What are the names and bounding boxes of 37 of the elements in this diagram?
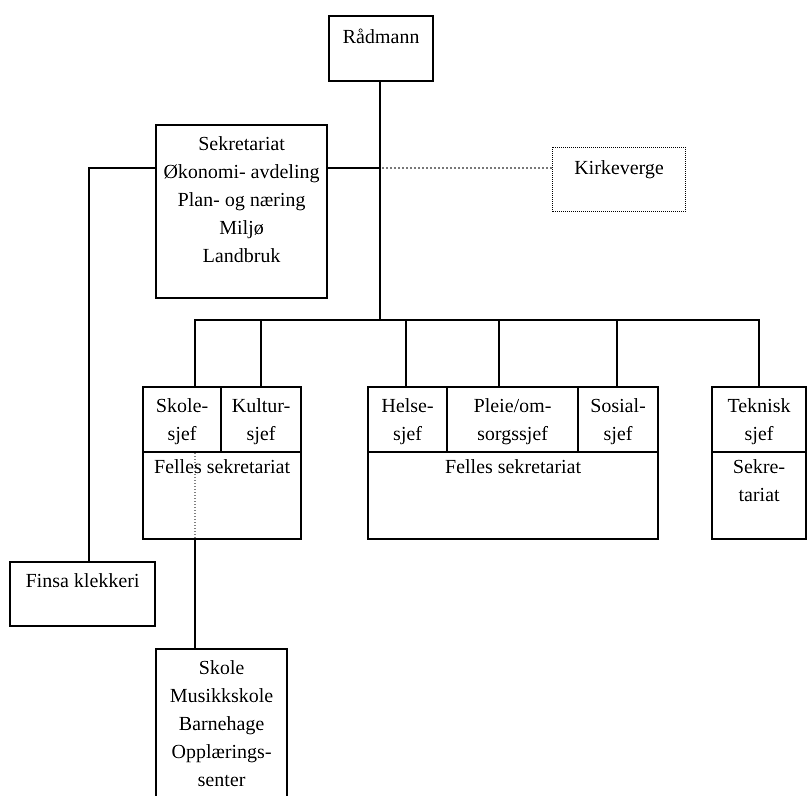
org-box xyxy=(142,451,302,540)
box-label: Landbruk xyxy=(202,244,282,269)
org-box xyxy=(142,386,222,453)
box-label: Opplærings- senter xyxy=(170,740,272,793)
box-label: Skole- sjef xyxy=(154,394,210,447)
box-label: Felles sekretariat xyxy=(444,455,582,480)
dotted-connector xyxy=(194,452,196,540)
org-box xyxy=(155,648,288,796)
box-label: Helse- sjef xyxy=(380,394,435,447)
box-label: Barnehage xyxy=(178,712,266,737)
box-label: Skole xyxy=(198,656,246,681)
org-box xyxy=(552,147,686,212)
box-label: Musikkskole xyxy=(168,684,274,709)
box-label: Felles sekretariat xyxy=(152,455,292,480)
box-label: Teknisk sjef xyxy=(726,394,792,447)
box-label: Miljø xyxy=(218,216,265,241)
box-label: Kultur- sjef xyxy=(230,394,292,447)
box-label: Finsa klekkeri xyxy=(24,569,140,594)
connector-line xyxy=(88,167,155,561)
box-label: Økonomi- avdeling xyxy=(162,160,321,185)
org-box xyxy=(155,124,328,299)
org-box xyxy=(711,451,807,540)
box-label: Plan- og næring xyxy=(176,188,306,213)
box-label: Kirkeverge xyxy=(573,156,665,181)
connector-line xyxy=(194,540,196,648)
box-label: Pleie/om- sorgssjef xyxy=(472,394,552,447)
box-label: Sekre- tariat xyxy=(732,455,786,508)
box-label: Rådmann xyxy=(342,25,420,50)
org-box xyxy=(711,386,807,453)
org-box xyxy=(328,15,434,82)
box-label: Sekretariat xyxy=(197,132,286,157)
org-box xyxy=(577,386,659,453)
org-box xyxy=(220,386,302,453)
box-label: Sosial- sjef xyxy=(589,394,647,447)
org-box xyxy=(9,561,156,627)
org-box xyxy=(367,451,659,540)
org-box xyxy=(367,386,448,453)
